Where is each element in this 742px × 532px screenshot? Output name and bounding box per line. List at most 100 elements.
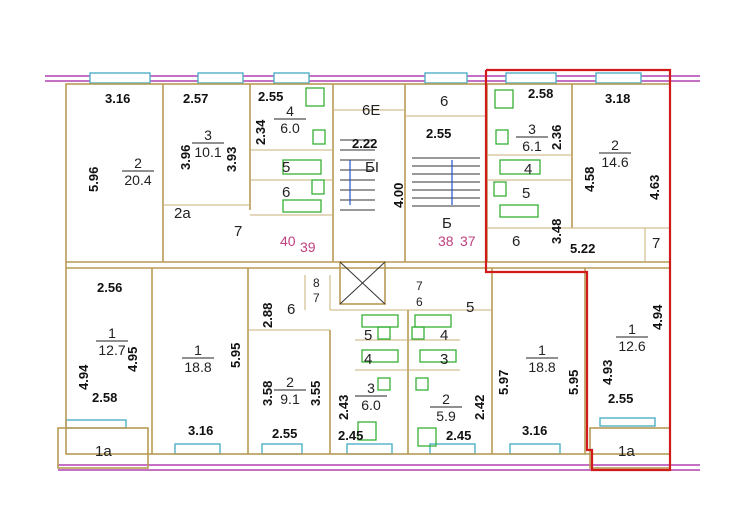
label-2-58-top: 2.58 — [528, 86, 553, 101]
staircase — [340, 139, 480, 211]
label-2-56: 2.56 — [97, 280, 122, 295]
room-area: 18.8 — [184, 359, 211, 375]
label-4-bath-mid-right: 4 — [440, 327, 448, 344]
apartment-number-37: 37 — [460, 233, 476, 249]
label-2-42: 2.42 — [472, 395, 487, 420]
label-5-bath-mid: 5 — [364, 327, 372, 344]
label-2-55-mid: 2.55 — [426, 126, 451, 141]
room-fraction-f4: 36.1 — [516, 121, 548, 154]
label-7-mid-right: 7 — [416, 279, 423, 293]
windows-top — [89, 72, 642, 84]
label-7-right: 7 — [652, 235, 660, 252]
label-3-16-top: 3.16 — [105, 91, 130, 106]
label-5-96: 5.96 — [86, 167, 101, 192]
label-2-43: 2.43 — [336, 395, 351, 420]
label-7-left: 7 — [234, 223, 242, 240]
room-area: 14.6 — [601, 154, 628, 170]
room-number: 2 — [134, 155, 142, 171]
room-fraction-f11: 118.8 — [526, 342, 558, 375]
apartment-number-39: 39 — [300, 239, 316, 255]
label-5-bath-right: 5 — [522, 185, 530, 202]
room-fraction-f1: 220.4 — [122, 155, 154, 188]
label-5-95-right: 5.95 — [566, 370, 581, 395]
room-number: 1 — [108, 325, 116, 341]
room-number: 2 — [442, 391, 450, 407]
room-area: 12.6 — [618, 338, 645, 354]
plumbing-fixtures — [282, 87, 541, 447]
label-2-55-top: 2.55 — [258, 89, 283, 104]
apartment-number-40: 40 — [280, 233, 296, 249]
label-2-57: 2.57 — [183, 91, 208, 106]
room-fraction-f2: 310.1 — [192, 127, 224, 160]
room-area: 10.1 — [194, 144, 221, 160]
room-area: 20.4 — [124, 172, 151, 188]
label-1a-right: 1a — [618, 443, 635, 460]
label-6-bath-left: 6 — [282, 184, 290, 201]
label-3-55: 3.55 — [308, 381, 323, 406]
room-fraction-f6: 112.7 — [96, 325, 128, 358]
label-5-22: 5.22 — [570, 241, 595, 256]
room-area: 9.1 — [280, 391, 300, 407]
label-3-93: 3.93 — [224, 147, 239, 172]
label-4-00: 4.00 — [391, 183, 406, 208]
room-area: 18.8 — [528, 359, 555, 375]
room-area: 5.9 — [436, 408, 456, 424]
label-2-88: 2.88 — [260, 303, 275, 328]
label-4-95: 4.95 — [125, 347, 140, 372]
label-7-mid: 7 — [313, 291, 320, 305]
room-number: 2 — [611, 137, 619, 153]
label-2-55-bottom-a: 2.55 — [272, 426, 297, 441]
label-8: 8 — [313, 276, 320, 290]
apartment-number-38: 38 — [438, 233, 454, 249]
label-5-mid-right: 5 — [466, 299, 474, 316]
room-fraction-f8: 29.1 — [274, 374, 306, 407]
label-6b-top: 6Е — [362, 102, 380, 119]
room-number: 2 — [286, 374, 294, 390]
label-3-48: 3.48 — [549, 219, 564, 244]
label-1a-left: 1a — [95, 443, 112, 460]
room-area: 6.0 — [280, 120, 300, 136]
room-number: 3 — [528, 121, 536, 137]
label-3-16-bottom: 3.16 — [188, 423, 213, 438]
room-number: 1 — [628, 321, 636, 337]
label-2-36: 2.36 — [549, 125, 564, 150]
label-3-18: 3.18 — [605, 91, 630, 106]
label-3-96: 3.96 — [178, 145, 193, 170]
label-4-94-left: 4.94 — [76, 364, 91, 390]
label-2-22: 2.22 — [352, 136, 377, 151]
label-2-45-b: 2.45 — [446, 428, 471, 443]
room-fraction-f3: 46.0 — [274, 103, 306, 136]
label-4-bath-mid: 4 — [364, 351, 372, 368]
label-3-58: 3.58 — [260, 381, 275, 406]
room-number: 4 — [286, 103, 294, 119]
label-3-bath-mid-right: 3 — [440, 351, 448, 368]
label-4-bath-right: 4 — [524, 161, 532, 178]
label-5-bath-left: 5 — [282, 159, 290, 176]
room-fraction-f9: 36.0 — [355, 380, 387, 413]
label-b-stair: Б — [442, 215, 452, 232]
label-4-58: 4.58 — [582, 167, 597, 192]
label-6-top: 6 — [440, 93, 448, 110]
label-6-hall-right: 6 — [512, 233, 520, 250]
label-2a: 2a — [174, 205, 191, 222]
label-5-97: 5.97 — [496, 370, 511, 395]
room-fraction-f12: 112.6 — [616, 321, 648, 354]
label-4-94-right: 4.94 — [650, 304, 665, 330]
room-fraction-f7: 118.8 — [182, 342, 214, 375]
label-5-95-left: 5.95 — [228, 343, 243, 368]
label-3-16-bottom-right: 3.16 — [522, 423, 547, 438]
label-4-93: 4.93 — [600, 360, 615, 385]
label-2-45-a: 2.45 — [338, 428, 363, 443]
label-4-63: 4.63 — [647, 175, 662, 200]
label-6-hall-mid: 6 — [287, 301, 295, 318]
label-2-34: 2.34 — [253, 119, 268, 145]
room-number: 1 — [538, 342, 546, 358]
room-number: 3 — [367, 380, 375, 396]
label-2-55-bottom-right: 2.55 — [608, 391, 633, 406]
label-61-stair: БІ — [365, 159, 379, 176]
room-area: 12.7 — [98, 342, 125, 358]
selected-apartment-outline — [484, 68, 672, 472]
room-number: 3 — [204, 127, 212, 143]
